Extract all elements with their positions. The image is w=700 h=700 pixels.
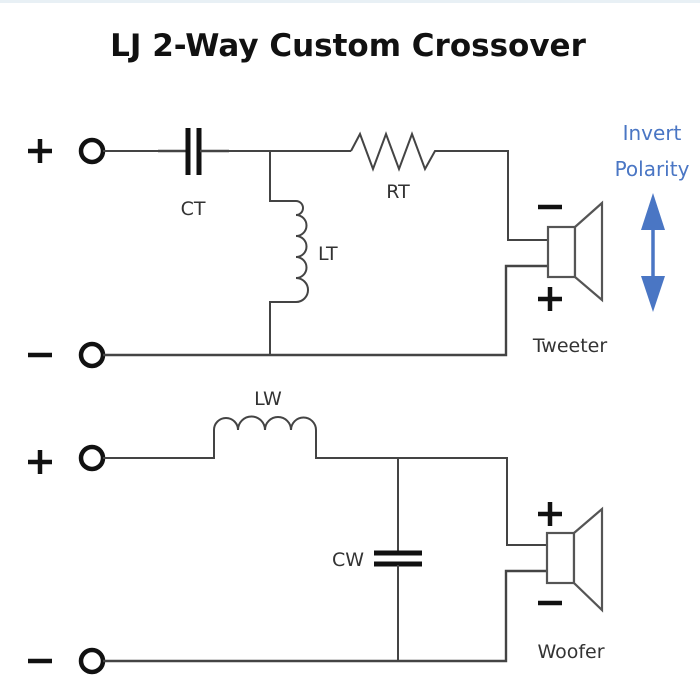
inductor-lw — [103, 415, 548, 546]
capacitor-ct — [158, 128, 229, 175]
tweeter-plus-sign — [28, 139, 52, 163]
woofer-circuit: LW CW Woofer — [28, 388, 605, 675]
woofer-plus-terminal[interactable] — [78, 444, 106, 472]
wire — [103, 264, 548, 357]
invert-polarity-label-line1: Invert — [623, 121, 682, 145]
inductor-lt — [269, 151, 309, 355]
resistor-rt — [350, 131, 548, 241]
rt-label: RT — [386, 181, 410, 203]
woofer-minus-terminal[interactable] — [78, 647, 106, 675]
top-border — [0, 0, 700, 3]
cw-label: CW — [332, 549, 364, 571]
woofer-plus-sign — [28, 450, 52, 474]
tweeter-minus-terminal[interactable] — [78, 341, 106, 369]
woofer-plus-terminal-sign — [538, 502, 562, 526]
woofer-speaker-icon[interactable] — [545, 506, 604, 613]
woofer-label: Woofer — [537, 641, 604, 663]
tweeter-speaker-icon[interactable] — [546, 200, 604, 303]
tweeter-plus-terminal[interactable] — [78, 137, 106, 165]
ct-label: CT — [181, 198, 206, 220]
wire — [103, 569, 548, 663]
lt-label: LT — [318, 243, 338, 265]
tweeter-label: Tweeter — [532, 335, 608, 357]
capacitor-cw — [374, 458, 422, 661]
invert-polarity-label-line2: Polarity — [615, 157, 690, 181]
tweeter-plus-terminal-sign — [538, 287, 562, 311]
diagram-title: LJ 2-Way Custom Crossover — [110, 28, 586, 64]
double-arrow-vertical-icon[interactable] — [641, 193, 665, 312]
tweeter-circuit: CT RT LT Tweeter Invert Polarity — [28, 121, 690, 369]
lw-label: LW — [254, 388, 282, 410]
